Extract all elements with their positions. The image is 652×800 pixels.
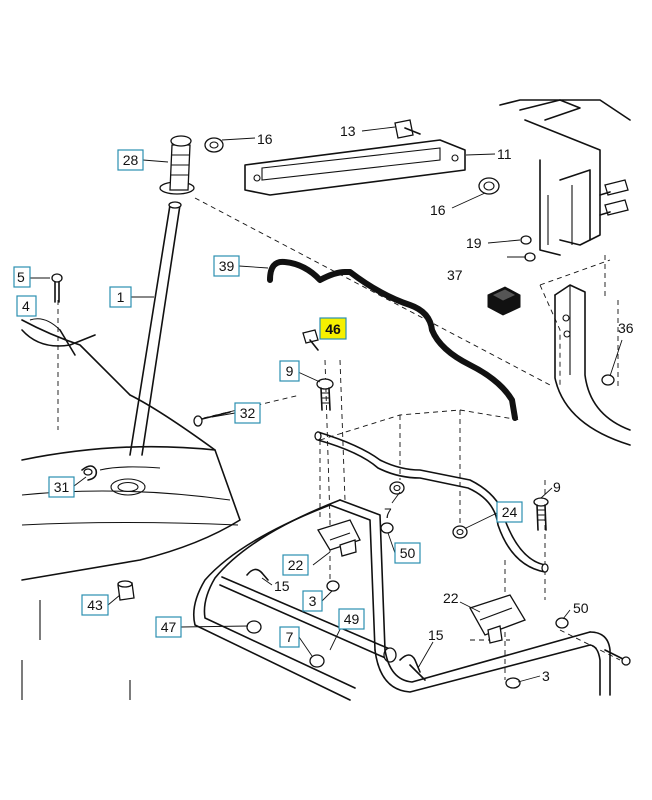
callout-16-top[interactable]: 16 [257, 131, 273, 147]
svg-text:36: 36 [618, 320, 634, 336]
cable-39 [267, 258, 518, 421]
clip-15-right [399, 654, 426, 681]
svg-text:47: 47 [161, 619, 177, 635]
bracket-22-left [317, 519, 361, 557]
bolt-right-edge [604, 649, 631, 666]
callout-46[interactable]: 46 [319, 317, 347, 340]
svg-text:28: 28 [123, 152, 139, 168]
callout-labels: 28 16 13 11 16 19 37 39 [13, 123, 634, 684]
nut-16-right [478, 177, 500, 195]
callout-19[interactable]: 19 [466, 235, 482, 251]
callout-9-right[interactable]: 9 [553, 479, 561, 495]
callout-28[interactable]: 28 [117, 149, 144, 171]
nut-3-right [505, 677, 521, 689]
svg-text:50: 50 [400, 545, 416, 561]
bolt-32 [193, 411, 231, 427]
svg-text:39: 39 [219, 258, 235, 274]
svg-text:15: 15 [428, 627, 444, 643]
callout-31[interactable]: 31 [48, 476, 75, 498]
callout-49[interactable]: 49 [338, 608, 365, 630]
mower-body [21, 318, 241, 700]
callout-50-lower[interactable]: 50 [573, 600, 589, 616]
svg-text:15: 15 [274, 578, 290, 594]
svg-text:49: 49 [344, 611, 360, 627]
upper-right-bracket [499, 99, 631, 262]
svg-text:4: 4 [22, 298, 30, 314]
svg-text:32: 32 [240, 405, 256, 421]
callout-37[interactable]: 37 [447, 267, 463, 283]
block-37 [487, 286, 521, 316]
svg-text:7: 7 [384, 505, 392, 521]
svg-text:9: 9 [286, 363, 294, 379]
svg-text:3: 3 [309, 593, 317, 609]
bolt-46 [302, 329, 319, 351]
cap-43 [117, 580, 135, 601]
bracket-11 [244, 139, 466, 196]
callout-15-right[interactable]: 15 [428, 627, 444, 643]
leader-lines [30, 126, 623, 683]
svg-text:16: 16 [257, 131, 273, 147]
callout-36[interactable]: 36 [618, 320, 634, 336]
bolt-9-right [533, 497, 549, 531]
bolt-13 [394, 119, 421, 139]
nut-50-lower [555, 617, 569, 629]
callout-16-right[interactable]: 16 [430, 202, 446, 218]
svg-text:24: 24 [502, 504, 518, 520]
callout-9-left[interactable]: 9 [279, 360, 300, 382]
callout-7-upper[interactable]: 7 [384, 505, 392, 521]
svg-text:31: 31 [54, 479, 70, 495]
svg-text:22: 22 [288, 557, 304, 573]
callout-3-left[interactable]: 3 [302, 590, 323, 612]
svg-text:3: 3 [542, 668, 550, 684]
svg-text:19: 19 [466, 235, 482, 251]
svg-text:9: 9 [553, 479, 561, 495]
callout-22-left[interactable]: 22 [282, 554, 309, 576]
part-drawings [21, 99, 631, 701]
svg-text:22: 22 [443, 590, 459, 606]
callout-39[interactable]: 39 [213, 255, 240, 277]
svg-text:1: 1 [117, 289, 125, 305]
callout-5[interactable]: 5 [13, 266, 31, 288]
svg-text:46: 46 [325, 321, 341, 337]
callout-15-left[interactable]: 15 [274, 578, 290, 594]
callout-3-right[interactable]: 3 [542, 668, 550, 684]
rod-24 [314, 431, 549, 573]
callout-7-lower[interactable]: 7 [279, 626, 300, 648]
nut-50-upper [380, 522, 394, 534]
nuts-7-upper [389, 481, 468, 539]
callout-13[interactable]: 13 [340, 123, 356, 139]
callout-1[interactable]: 1 [109, 286, 132, 308]
svg-text:43: 43 [87, 597, 103, 613]
clip-15-left [246, 568, 269, 581]
callout-32[interactable]: 32 [234, 402, 261, 424]
bracket-22-right [469, 594, 526, 644]
svg-text:16: 16 [430, 202, 446, 218]
nut-16-top [204, 137, 224, 153]
svg-text:5: 5 [17, 269, 25, 285]
nut-7-lower [246, 620, 325, 668]
clip-31 [81, 465, 98, 481]
svg-text:13: 13 [340, 123, 356, 139]
front-frame-47 [192, 499, 611, 701]
frame-36 [554, 284, 631, 446]
callout-4[interactable]: 4 [16, 295, 37, 317]
bolt-5 [51, 273, 63, 303]
svg-text:7: 7 [286, 629, 294, 645]
callout-24[interactable]: 24 [496, 501, 523, 523]
svg-text:11: 11 [497, 146, 512, 162]
callout-43[interactable]: 43 [81, 594, 109, 616]
callout-50-upper[interactable]: 50 [394, 542, 421, 564]
callout-22-right[interactable]: 22 [443, 590, 459, 606]
lift-lever [129, 135, 195, 456]
bolt-9-left [316, 378, 334, 411]
callout-11[interactable]: 11 [497, 146, 512, 162]
svg-text:50: 50 [573, 600, 589, 616]
nut-3-left [326, 580, 340, 592]
svg-text:37: 37 [447, 267, 463, 283]
callout-47[interactable]: 47 [155, 616, 182, 638]
